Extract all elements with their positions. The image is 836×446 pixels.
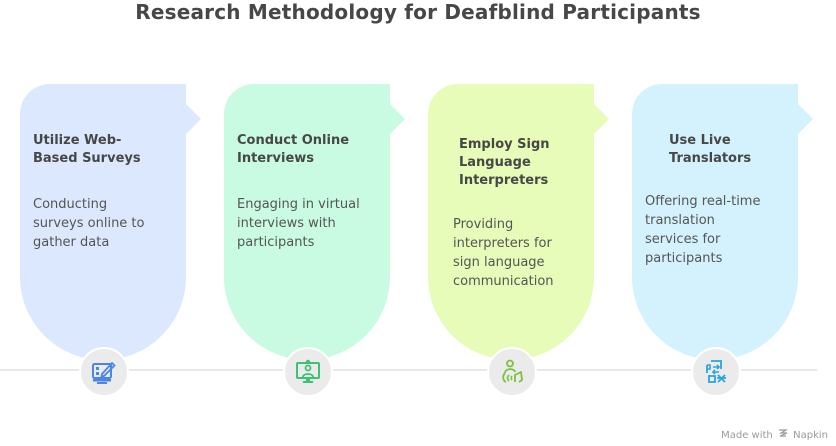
step-description: Engaging in virtual interviews with part… (237, 195, 360, 252)
desc-line: surveys online to (33, 216, 145, 231)
desc-line: services for (645, 232, 721, 247)
video-call-monitor-icon (296, 359, 320, 383)
heading-line: Interpreters (459, 173, 549, 188)
heading-line: Language (459, 155, 531, 170)
step-description: Conducting surveys online to gather data (33, 195, 144, 252)
desc-line: Engaging in virtual (237, 197, 360, 212)
step-icon-badge (79, 347, 129, 397)
desc-line: sign language (453, 255, 545, 270)
timeline-line (0, 369, 817, 371)
step-description: Providing interpreters for sign language… (453, 215, 554, 291)
heading-line: Utilize Web- (33, 133, 122, 148)
desc-line: communication (453, 274, 554, 289)
card-shape (632, 84, 813, 360)
footer-attribution: Made with Napkin (721, 428, 828, 441)
card-shape (224, 84, 405, 360)
desc-line: interpreters for (453, 236, 552, 251)
sign-language-person-icon (502, 359, 523, 383)
step-card-online-interviews: Conduct Online Interviews Engaging in vi… (224, 84, 405, 360)
card-shape (428, 84, 609, 360)
step-card-sign-language: Employ Sign Language Interpreters Provid… (428, 84, 609, 360)
heading-line: Translators (669, 151, 752, 166)
made-with-label: Made with (721, 430, 773, 441)
heading-line: Employ Sign (459, 137, 550, 152)
desc-line: Conducting (33, 197, 108, 212)
heading-line: Use Live (669, 133, 731, 148)
step-description: Offering real-time translation services … (645, 192, 760, 268)
translate-document-icon (706, 360, 726, 383)
step-icon-badge (283, 347, 333, 397)
napkin-logo-icon (778, 428, 789, 441)
step-heading: Use Live Translators (669, 132, 751, 168)
step-heading: Utilize Web- Based Surveys (33, 132, 141, 168)
step-heading: Conduct Online Interviews (237, 132, 349, 168)
desc-line: Offering real-time (645, 194, 761, 209)
napkin-brand-label: Napkin (793, 430, 828, 441)
step-card-web-surveys: Utilize Web- Based Surveys Conducting su… (20, 84, 201, 360)
heading-line: Based Surveys (33, 151, 141, 166)
desc-line: interviews with (237, 216, 336, 231)
desc-line: participants (645, 251, 723, 266)
heading-line: Conduct Online (237, 133, 350, 148)
step-card-live-translators: Use Live Translators Offering real-time … (632, 84, 813, 360)
survey-tablet-pen-icon (92, 361, 116, 384)
heading-line: Interviews (237, 151, 315, 166)
desc-line: gather data (33, 235, 110, 250)
step-icon-badge (487, 347, 537, 397)
desc-line: translation (645, 213, 715, 228)
desc-line: Providing (453, 217, 514, 232)
step-icon-badge (691, 347, 741, 397)
diagram-title: Research Methodology for Deafblind Parti… (135, 0, 701, 24)
desc-line: participants (237, 235, 315, 250)
card-shape (20, 84, 201, 360)
step-heading: Employ Sign Language Interpreters (459, 136, 550, 190)
